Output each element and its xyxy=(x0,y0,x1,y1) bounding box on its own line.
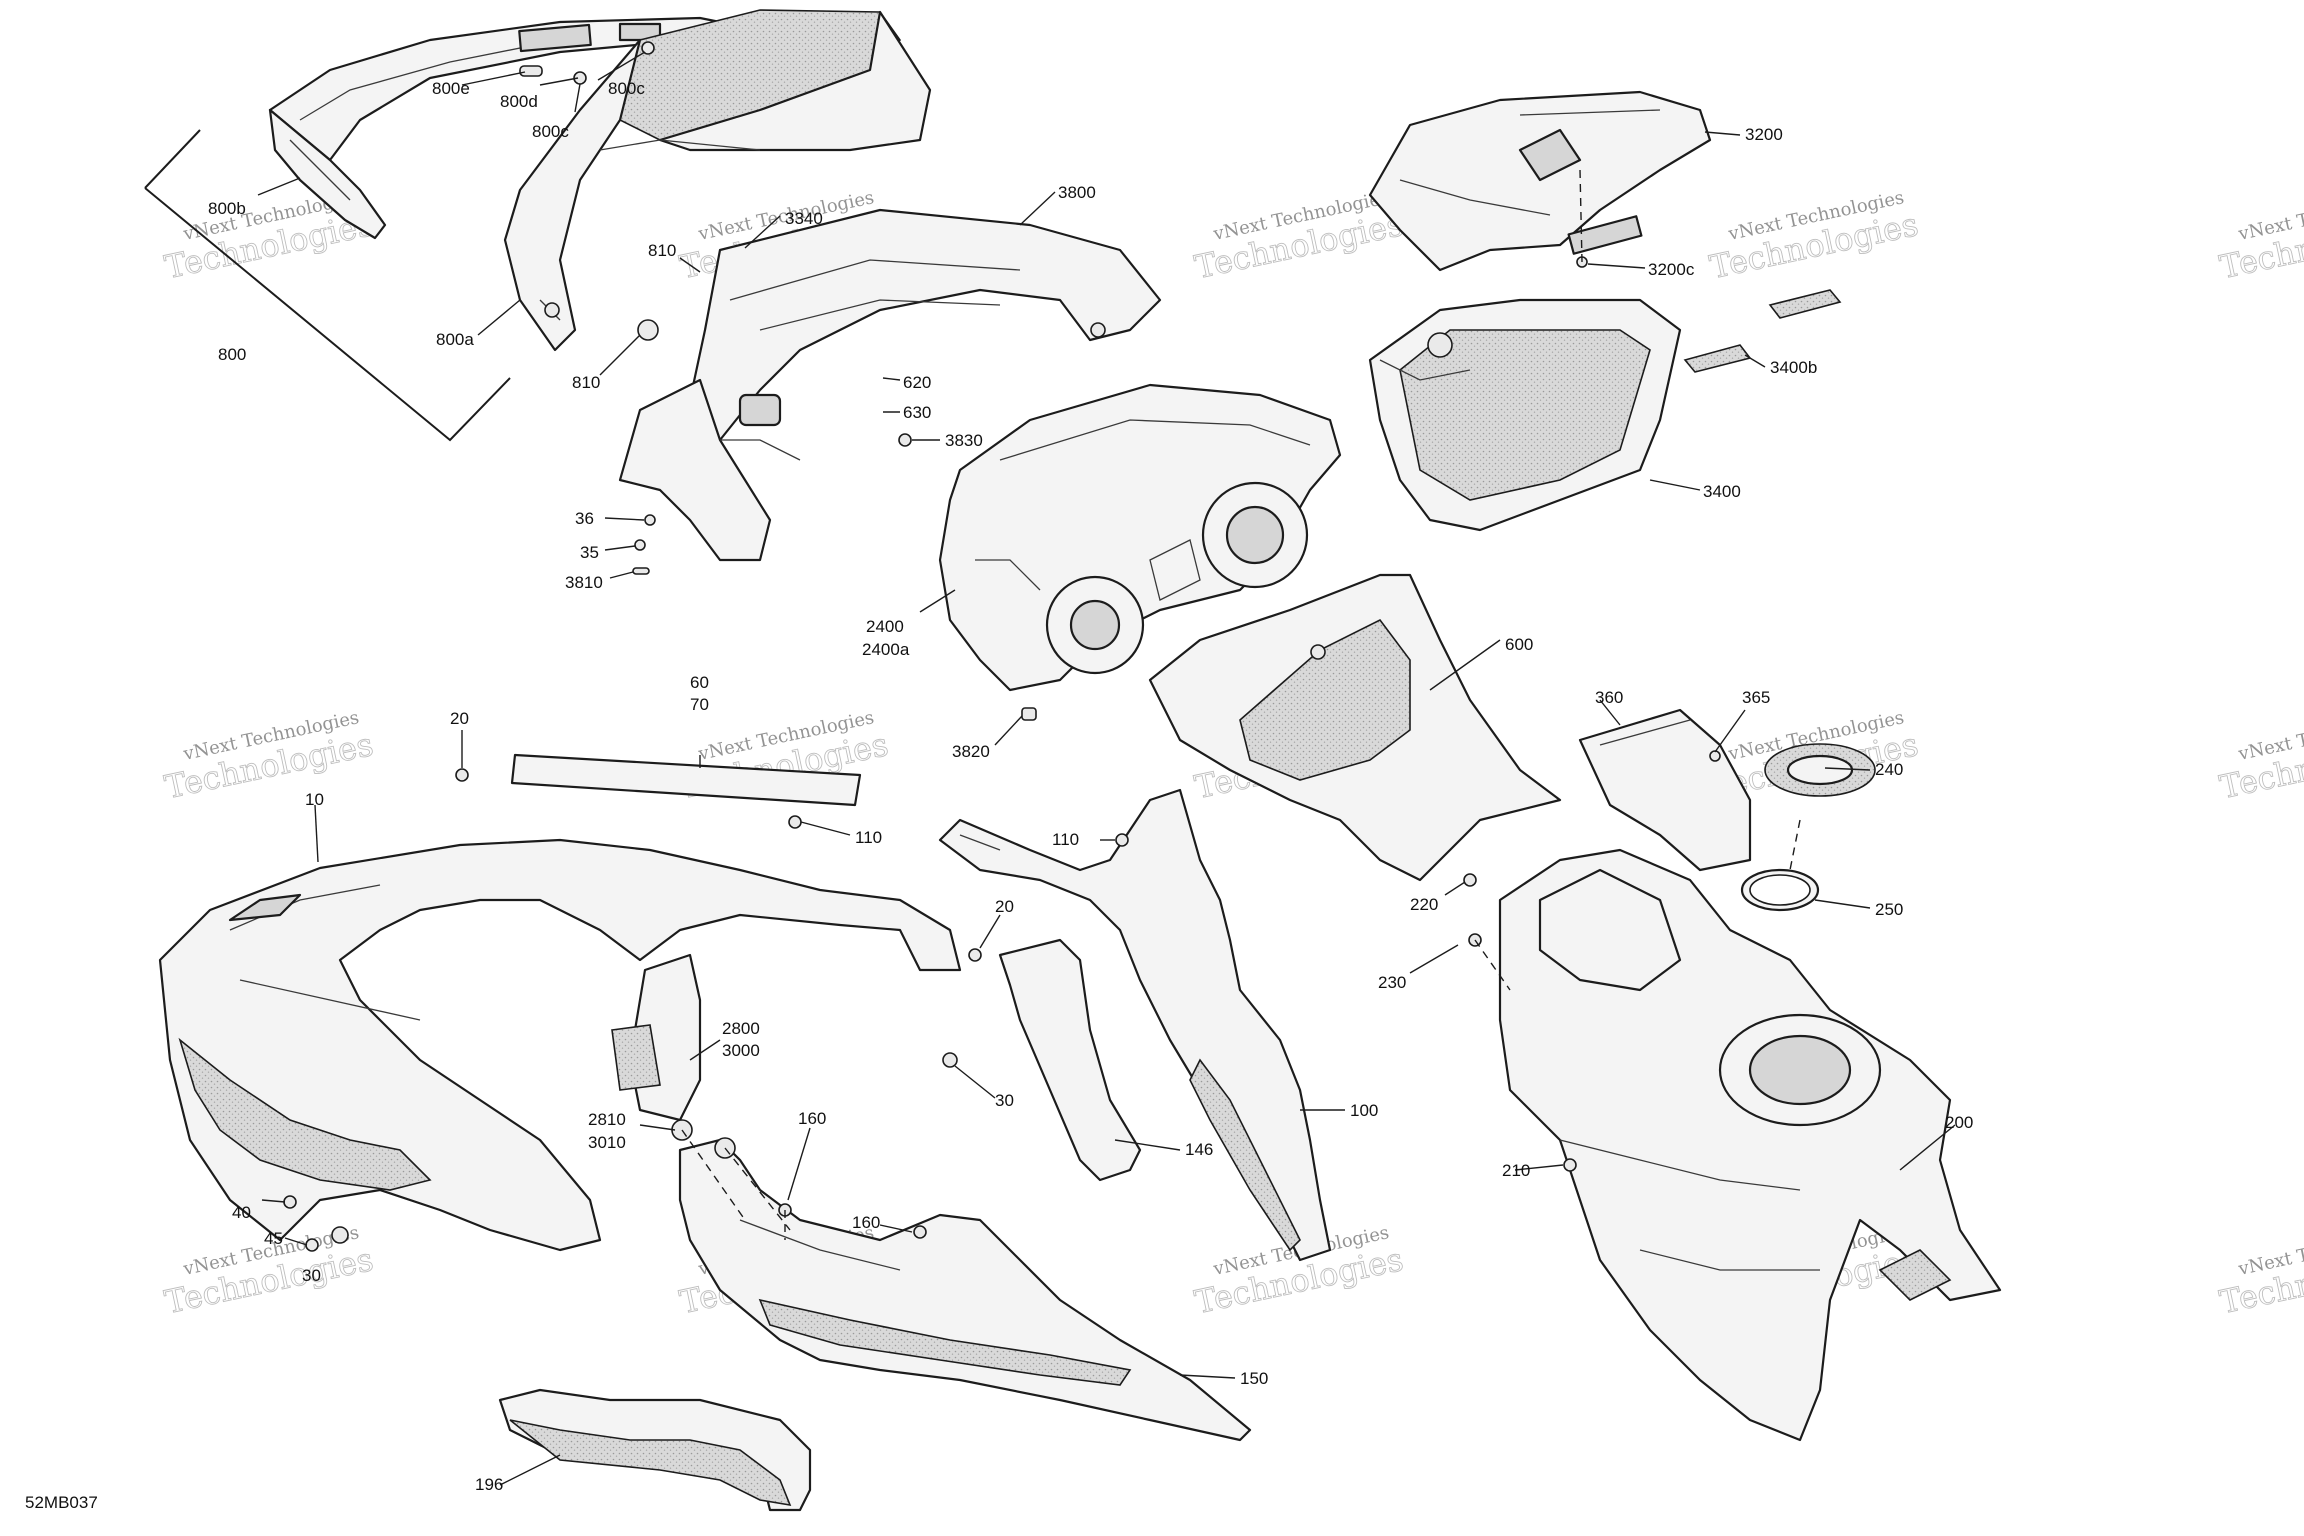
callout-146: 146 xyxy=(1185,1140,1213,1159)
callout-3400b: 3400b xyxy=(1770,358,1817,377)
callout-250: 250 xyxy=(1875,900,1903,919)
callout-30: 30 xyxy=(302,1266,321,1285)
callout-800: 800 xyxy=(218,345,246,364)
part-196-lower-trim xyxy=(498,1388,812,1512)
part-360-panel xyxy=(1578,708,1752,872)
callout-70: 70 xyxy=(690,695,709,714)
callout-240: 240 xyxy=(1875,760,1903,779)
kit-800-bracket-outline xyxy=(144,129,511,442)
diagram-reference-code: 52MB037 xyxy=(25,1493,98,1512)
callout-3810: 3810 xyxy=(565,573,603,592)
callout-3820: 3820 xyxy=(952,742,990,761)
callout-810: 810 xyxy=(572,373,600,392)
callout-220: 220 xyxy=(1410,895,1438,914)
callout-800d: 800d xyxy=(500,92,538,111)
callout-200: 200 xyxy=(1945,1113,1973,1132)
callout-3340: 3340 xyxy=(785,209,823,228)
part-3200-storage-lid xyxy=(1368,90,1712,272)
callout-620: 620 xyxy=(903,373,931,392)
callout-196: 196 xyxy=(475,1475,503,1494)
callout-3800: 3800 xyxy=(1058,183,1096,202)
watermark: vNext Technologies Technologies xyxy=(2216,707,2304,807)
callout-365: 365 xyxy=(1742,688,1770,707)
part-600-dash-panel xyxy=(1148,573,1562,882)
callout-3000: 3000 xyxy=(722,1041,760,1060)
callout-2800: 2800 xyxy=(722,1019,760,1038)
callout-800c: 800c xyxy=(608,79,645,98)
callout-810: 810 xyxy=(648,241,676,260)
callout-230: 230 xyxy=(1378,973,1406,992)
callout-110: 110 xyxy=(1052,830,1079,849)
leader-lines xyxy=(257,51,1956,1486)
callout-20: 20 xyxy=(995,897,1014,916)
part-150-side-panel xyxy=(678,1138,1252,1442)
watermark: vNext Technologies Technologies xyxy=(1706,187,1922,287)
callout-630: 630 xyxy=(903,403,931,422)
callout-3400: 3400 xyxy=(1703,482,1741,501)
callout-30: 30 xyxy=(995,1091,1014,1110)
watermark: vNext Technologies Technologies xyxy=(2216,1222,2304,1322)
callout-3010: 3010 xyxy=(588,1133,626,1152)
callout-160: 160 xyxy=(852,1213,880,1232)
callout-160: 160 xyxy=(798,1109,826,1128)
callout-10: 10 xyxy=(305,790,324,809)
callout-3830: 3830 xyxy=(945,431,983,450)
part-250-gasket xyxy=(1740,868,1820,912)
watermark: vNext Technologies Technologies xyxy=(2216,187,2304,287)
part-10-left-side-panel xyxy=(158,838,962,1252)
callout-600: 600 xyxy=(1505,635,1533,654)
part-200-tank-cover xyxy=(1498,848,2002,1442)
part-3400-storage-bin xyxy=(1368,298,1682,532)
part-60-70-strip xyxy=(510,753,862,807)
callout-360: 360 xyxy=(1595,688,1623,707)
part-3800-front-frame xyxy=(618,208,1162,562)
part-146-guard xyxy=(998,938,1142,1182)
callout-45: 45 xyxy=(264,1229,283,1248)
fastener-800c xyxy=(519,41,655,85)
callout-2810: 2810 xyxy=(588,1110,626,1129)
part-800a-windshield xyxy=(503,9,932,352)
part-2800-bracket xyxy=(611,953,702,1122)
callout-60: 60 xyxy=(690,673,709,692)
callout-150: 150 xyxy=(1240,1369,1268,1388)
part-100-front-fender xyxy=(938,788,1332,1262)
callout-800a: 800a xyxy=(436,330,474,349)
callout-800c: 800c xyxy=(532,122,569,141)
callout-35: 35 xyxy=(580,543,599,562)
callout-3200: 3200 xyxy=(1745,125,1783,144)
dashed-assembly-lines xyxy=(681,169,1801,1240)
callout-labels: 800e 800d 800c 800c 800b 800a 800 3340 3… xyxy=(208,79,1973,1494)
callout-800e: 800e xyxy=(432,79,470,98)
part-240-fuel-ring xyxy=(1764,743,1876,797)
callout-2400: 2400 xyxy=(866,617,904,636)
callout-110: 110 xyxy=(855,828,882,847)
callout-2400a: 2400a xyxy=(862,640,910,659)
callout-3200c: 3200c xyxy=(1648,260,1695,279)
callout-800b: 800b xyxy=(208,199,246,218)
callout-40: 40 xyxy=(232,1203,251,1222)
callout-210: 210 xyxy=(1502,1161,1530,1180)
callout-20: 20 xyxy=(450,709,469,728)
part-2400-headlight-housing xyxy=(938,383,1342,692)
callout-36: 36 xyxy=(575,509,594,528)
callout-100: 100 xyxy=(1350,1101,1378,1120)
watermark: vNext Technologies Technologies xyxy=(161,707,377,807)
